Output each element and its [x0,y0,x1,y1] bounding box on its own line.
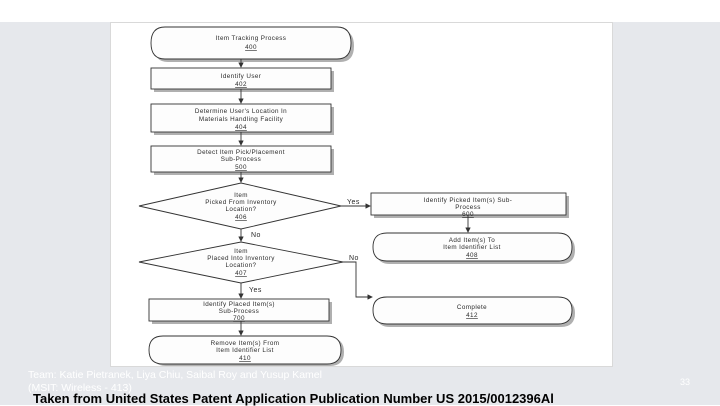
decision-placed-line3: Location? [226,262,257,269]
identify-placed-ref: 700 [233,315,245,322]
determine-location-box: Determine User's Location In Materials H… [150,103,334,135]
identify-placed-box: Identify Placed Item(s) Sub-Process 700 [148,298,332,324]
identify-picked-box: Identify Picked Item(s) Sub- Process 600 [370,192,569,218]
edge-label-yes-2: Yes [249,287,262,294]
determine-location-line2: Materials Handling Facility [199,116,284,123]
detect-pick-box: Detect Item Pick/Placement Sub-Process 5… [150,145,334,175]
detect-pick-line1: Detect Item Pick/Placement [197,149,285,156]
edge-label-no-2: No [349,255,359,262]
remove-items-ref: 410 [239,355,251,362]
start-terminator: Item Tracking Process 400 [150,26,354,62]
complete-ref: 412 [466,312,478,319]
identify-picked-line2: Process [455,204,481,211]
decision-picked-line1: Item [234,192,248,199]
team-names: Team: Katie Pietranek, Liya Chiu, Saibal… [28,369,322,381]
decision-placed-ref: 407 [235,270,247,277]
start-label: Item Tracking Process [216,35,287,42]
identify-user-ref: 402 [235,81,247,88]
connectors [238,59,471,336]
determine-location-ref: 404 [235,124,247,131]
identify-placed-line1: Identify Placed Item(s) [203,301,275,308]
decision-placed-line2: Placed Into Inventory [207,255,275,262]
team-course: (MSIT: Wireless - 413) [28,381,132,394]
add-items-terminator: Add Item(s) To Item Identifier List 408 [372,232,575,264]
add-items-line2: Item Identifier List [443,244,501,251]
flowchart-figure: Item Tracking Process 400 Identify User … [110,22,613,367]
flowchart-svg: Item Tracking Process 400 Identify User … [138,26,575,366]
top-band [0,0,720,22]
identify-placed-line2: Sub-Process [219,308,259,315]
complete-terminator: Complete 412 [372,296,575,327]
add-items-ref: 408 [466,252,478,259]
identify-picked-ref: 600 [462,211,474,218]
add-items-line1: Add Item(s) To [449,237,496,244]
decision-picked-line2: Picked From Inventory [205,199,277,206]
identify-user-box: Identify User 402 [150,67,334,92]
team-credits: Team: Katie Pietranek, Liya Chiu, Saibal… [28,369,378,394]
identify-picked-line1: Identify Picked Item(s) Sub- [424,197,513,204]
source-caption: Taken from United States Patent Applicat… [33,391,554,406]
edge-label-yes-1: Yes [347,199,360,206]
remove-items-line2: Item Identifier List [216,347,274,354]
remove-items-line1: Remove Item(s) From [211,340,280,347]
decision-placed-line1: Item [234,248,248,255]
edge-label-no-1: No [251,232,261,239]
decision-picked-diamond: Item Picked From Inventory Location? 406 [138,182,342,230]
remove-items-terminator: Remove Item(s) From Item Identifier List… [148,335,344,366]
decision-placed-diamond: Item Placed Into Inventory Location? 407 [138,241,344,284]
decision-picked-line3: Location? [226,206,257,213]
detect-pick-ref: 500 [235,164,247,171]
complete-label: Complete [457,304,487,311]
determine-location-line1: Determine User's Location In [195,108,287,115]
identify-user-label: Identify User [221,73,262,80]
decision-picked-ref: 406 [235,214,247,221]
start-ref: 400 [245,44,257,51]
page-number: 33 [680,377,691,387]
detect-pick-line2: Sub-Process [221,156,261,163]
